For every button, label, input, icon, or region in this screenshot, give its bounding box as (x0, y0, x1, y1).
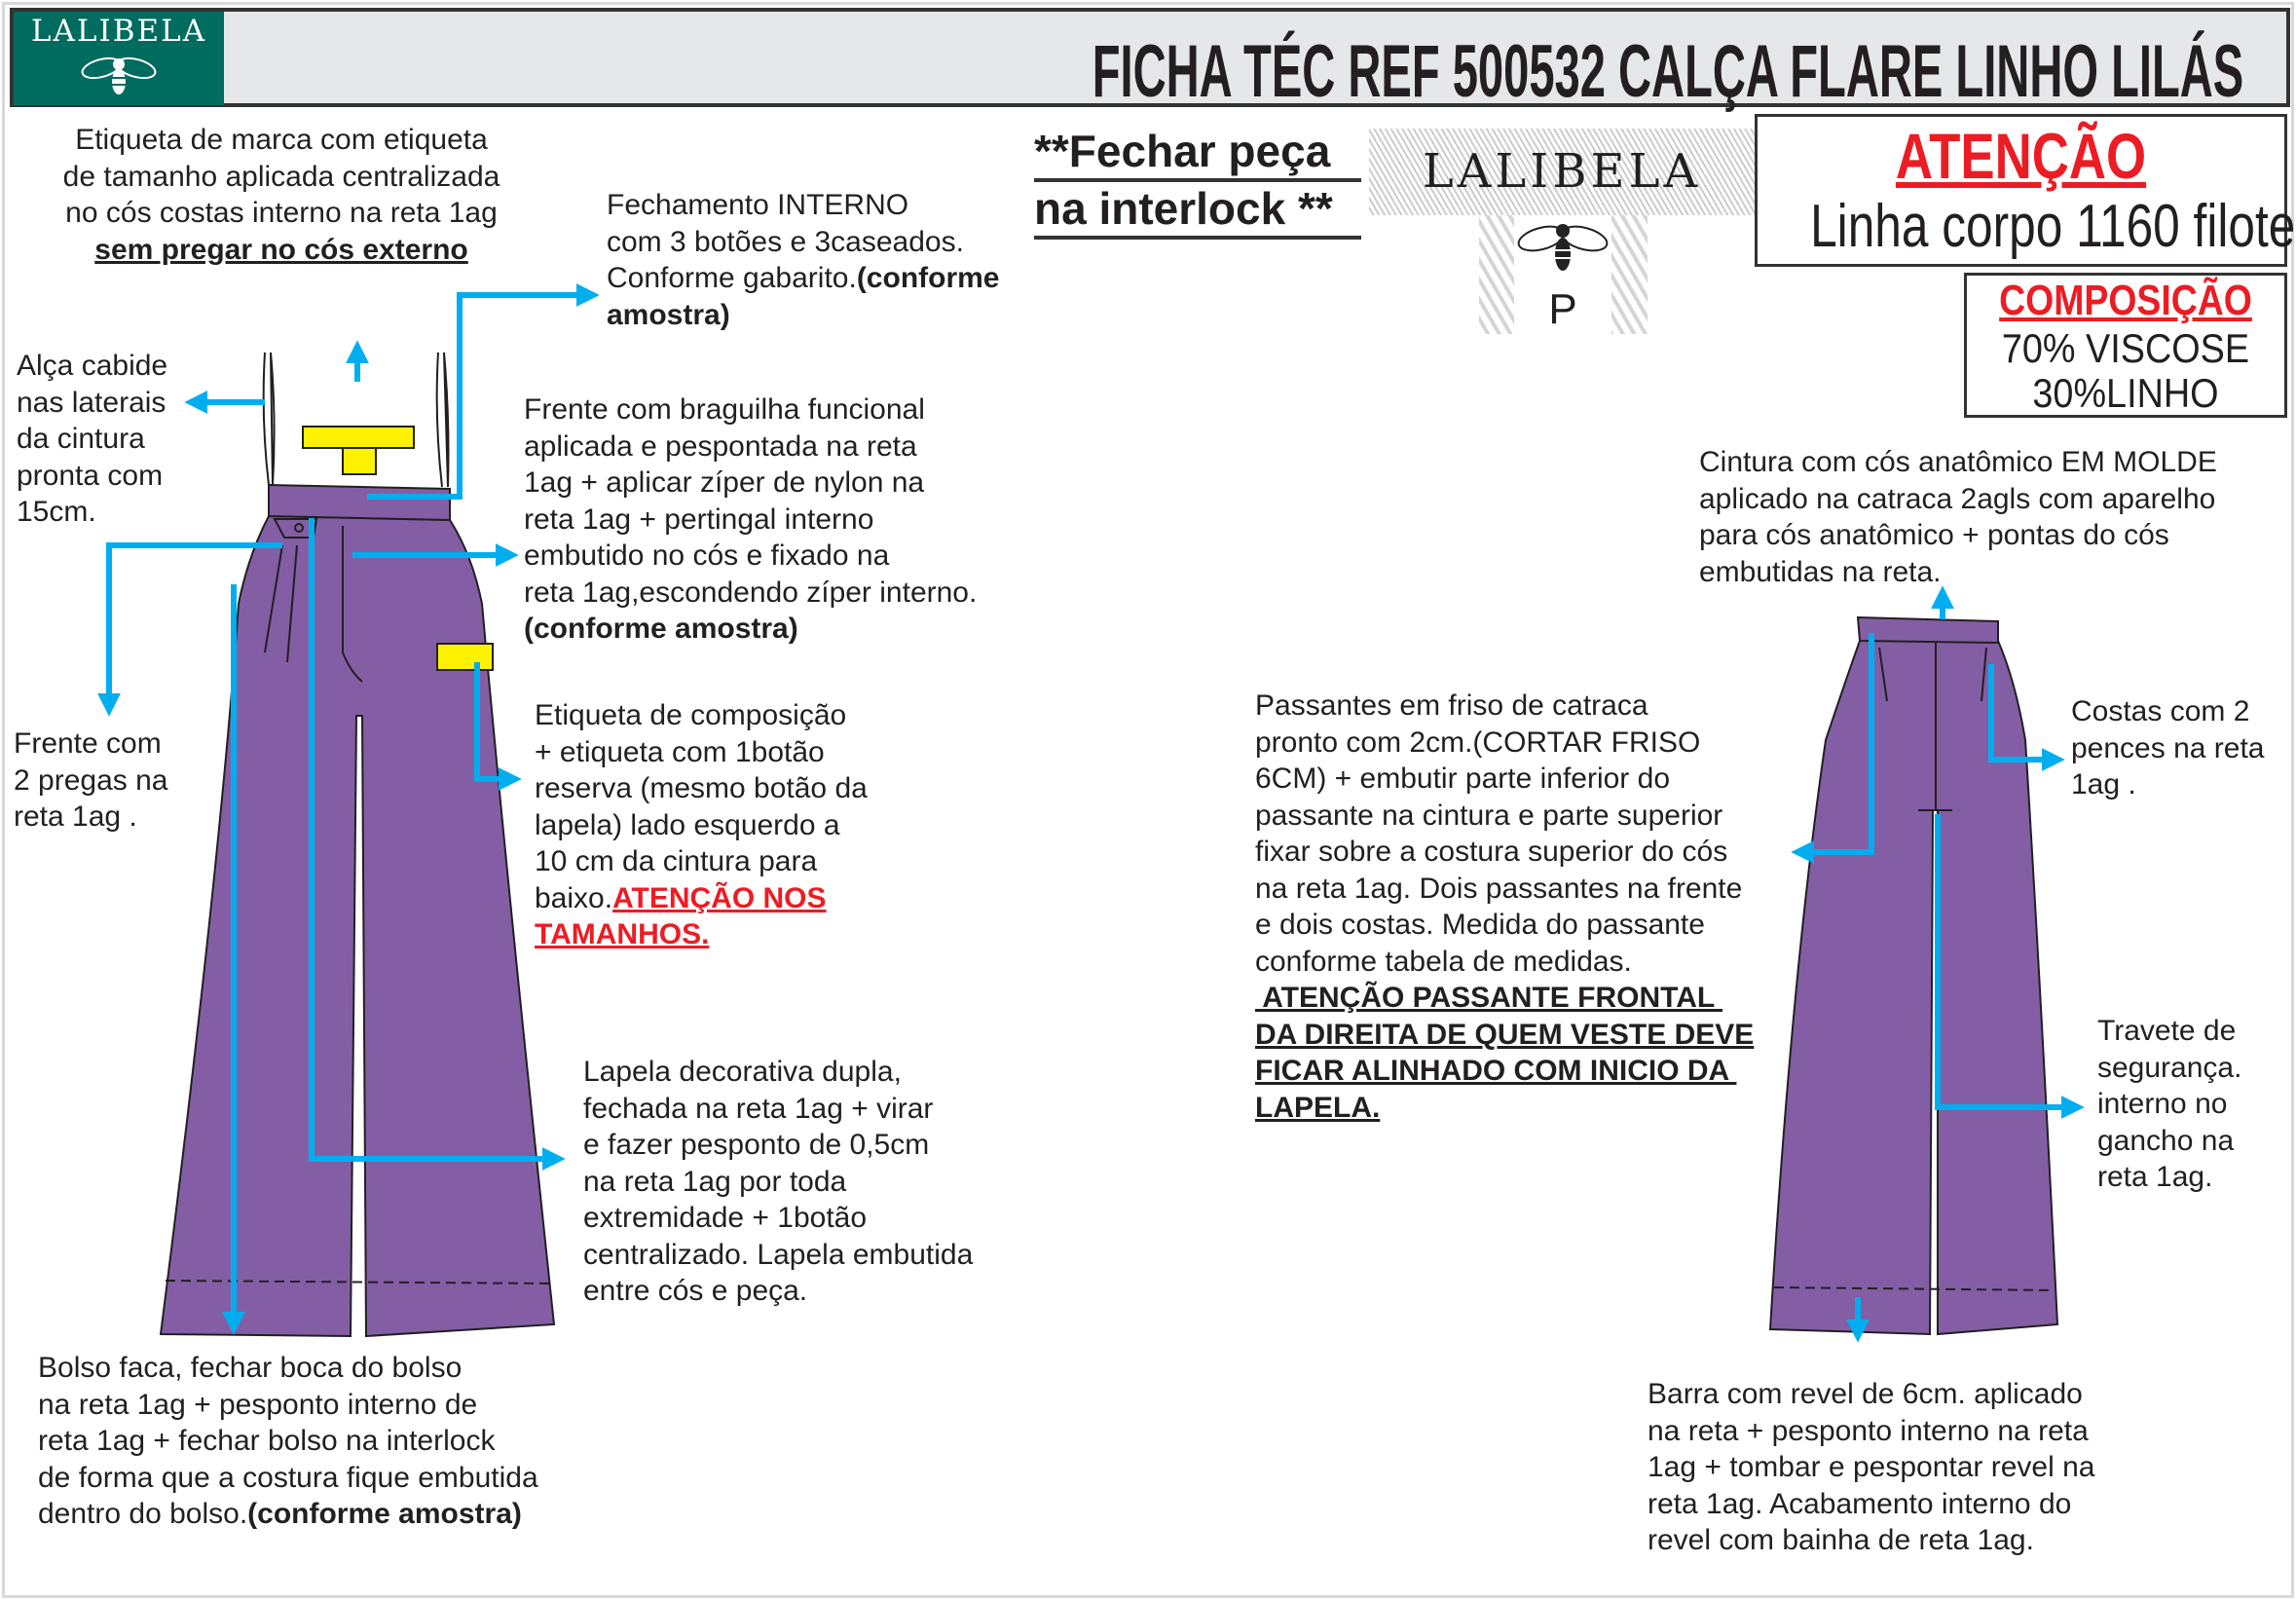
bee-icon (81, 56, 157, 94)
thread-note: Linha corpo 1160 filotex (1810, 193, 2296, 260)
size-label: P (1479, 215, 1648, 334)
front-view (159, 352, 556, 1338)
back-waistband (1856, 615, 1999, 645)
brand-label-marker (302, 426, 415, 449)
attention-box: ATENÇÃO Linha corpo 1160 filotex (1755, 114, 2296, 267)
hanger-loop-left (262, 352, 276, 486)
page-title: FICHA TÉC REF 500532 CALÇA FLARE LINHO L… (1092, 30, 2243, 113)
brand-logo: LALIBELA (14, 12, 224, 105)
composition-line: 30%LINHO (2032, 370, 2219, 416)
note-flap: Lapela decorativa dupla,fechada na reta … (583, 1056, 974, 1307)
front-waistband (268, 483, 451, 522)
note-composition-label: Etiqueta de composição+ etiqueta com 1bo… (535, 699, 868, 950)
composition-box: COMPOSIÇÃO 70% VISCOSE 30%LINHO (1964, 273, 2287, 418)
brand-name: LALIBELA (30, 14, 207, 49)
composition-label-marker (436, 643, 494, 671)
callout-arrows (97, 283, 2085, 1343)
bee-icon (1517, 224, 1609, 271)
attention-heading: ATENÇÃO (1895, 120, 2147, 192)
hanger-loop-right (435, 352, 450, 488)
back-pants-body (1768, 640, 2059, 1336)
brand-label: LALIBELA (1369, 129, 1755, 215)
front-pants-body (159, 514, 556, 1338)
composition-heading: COMPOSIÇÃO (1999, 277, 2252, 324)
back-view (1768, 615, 2059, 1336)
composition-line: 70% VISCOSE (2001, 325, 2250, 371)
header-bar (10, 8, 2290, 107)
size-letter: P (1548, 285, 1577, 333)
